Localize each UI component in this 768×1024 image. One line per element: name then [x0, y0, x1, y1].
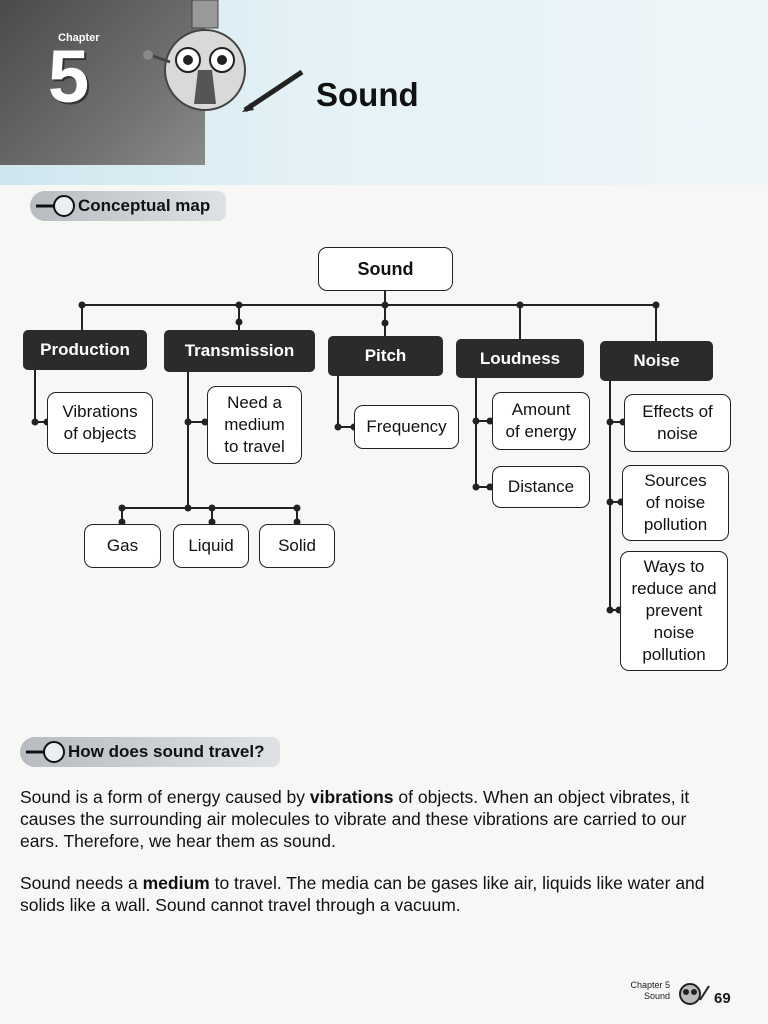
node-line: noise [653, 623, 695, 642]
footer-chapter-label: Chapter 5 [630, 980, 670, 990]
para-text: Sound is a form of energy caused by [20, 787, 310, 807]
node-line: Ways to [643, 557, 705, 576]
para-emphasis: medium [142, 873, 210, 893]
paragraph-sound-definition: Sound is a form of energy caused by vibr… [20, 786, 726, 852]
map-node-distance: Distance [492, 466, 590, 508]
map-category-pitch: Pitch [328, 336, 443, 376]
section-title: How does sound travel? [68, 742, 265, 761]
robot-mascot-icon [143, 0, 304, 113]
node-line: of energy [505, 422, 577, 441]
map-category-loudness: Loudness [456, 339, 584, 378]
node-line: Amount [511, 400, 571, 419]
map-node-solid: Solid [259, 524, 335, 568]
section-heading-conceptual-map: Conceptual map [30, 191, 227, 221]
node-line: Sources [644, 471, 707, 490]
section-heading-how-sound-travels: How does sound travel? [20, 737, 281, 767]
node-line: of noise [645, 493, 706, 512]
paragraph-sound-medium: Sound needs a medium to travel. The medi… [20, 872, 726, 916]
map-category-transmission: Transmission [164, 330, 315, 372]
map-category-noise: Noise [600, 341, 713, 381]
map-root-sound: Sound [318, 247, 453, 291]
node-line: reduce and [631, 579, 717, 598]
map-node-effects-of-noise: Effects of noise [624, 394, 731, 452]
map-category-production: Production [23, 330, 147, 370]
node-line: medium [224, 415, 285, 434]
node-line: Vibrations [62, 402, 138, 421]
page-number: 69 [714, 990, 731, 1007]
node-line: prevent [645, 601, 703, 620]
node-line: to travel [224, 437, 285, 456]
node-line: Need a [227, 393, 282, 412]
map-node-vibrations: Vibrations of objects [47, 392, 153, 454]
footer-chapter: Chapter 5 Sound [626, 980, 670, 1002]
section-title: Conceptual map [78, 196, 211, 215]
robot-footer-icon [679, 983, 710, 1005]
magnifier-icon [36, 195, 75, 217]
para-text: of objects. When an object vibrates, it … [20, 787, 690, 851]
chapter-label: Chapter [58, 32, 100, 44]
map-node-gas: Gas [84, 524, 161, 568]
node-line: pollution [642, 645, 706, 664]
footer-topic: Sound [643, 991, 670, 1001]
para-text: to travel. The media can be gases like a… [20, 873, 705, 915]
node-line: pollution [643, 515, 708, 534]
map-node-frequency: Frequency [354, 405, 459, 449]
node-line: Effects of [642, 402, 713, 421]
page-title: Sound [316, 76, 419, 113]
chapter-header: Chapter 5 Sound [0, 0, 768, 185]
map-node-sources-of-noise: Sources of noise pollution [622, 465, 729, 541]
para-text: Sound needs a [20, 873, 143, 893]
node-line: noise [657, 424, 698, 443]
map-node-liquid: Liquid [173, 524, 249, 568]
node-line: of objects [63, 424, 137, 443]
map-node-amount-of-energy: Amount of energy [492, 392, 590, 450]
map-node-ways-to-reduce: Ways to reduce and prevent noise polluti… [620, 551, 728, 671]
map-node-medium: Need a medium to travel [207, 386, 302, 464]
magnifier-icon [26, 741, 65, 763]
para-emphasis: vibrations [309, 787, 394, 807]
chapter-number: 5 [48, 35, 90, 118]
